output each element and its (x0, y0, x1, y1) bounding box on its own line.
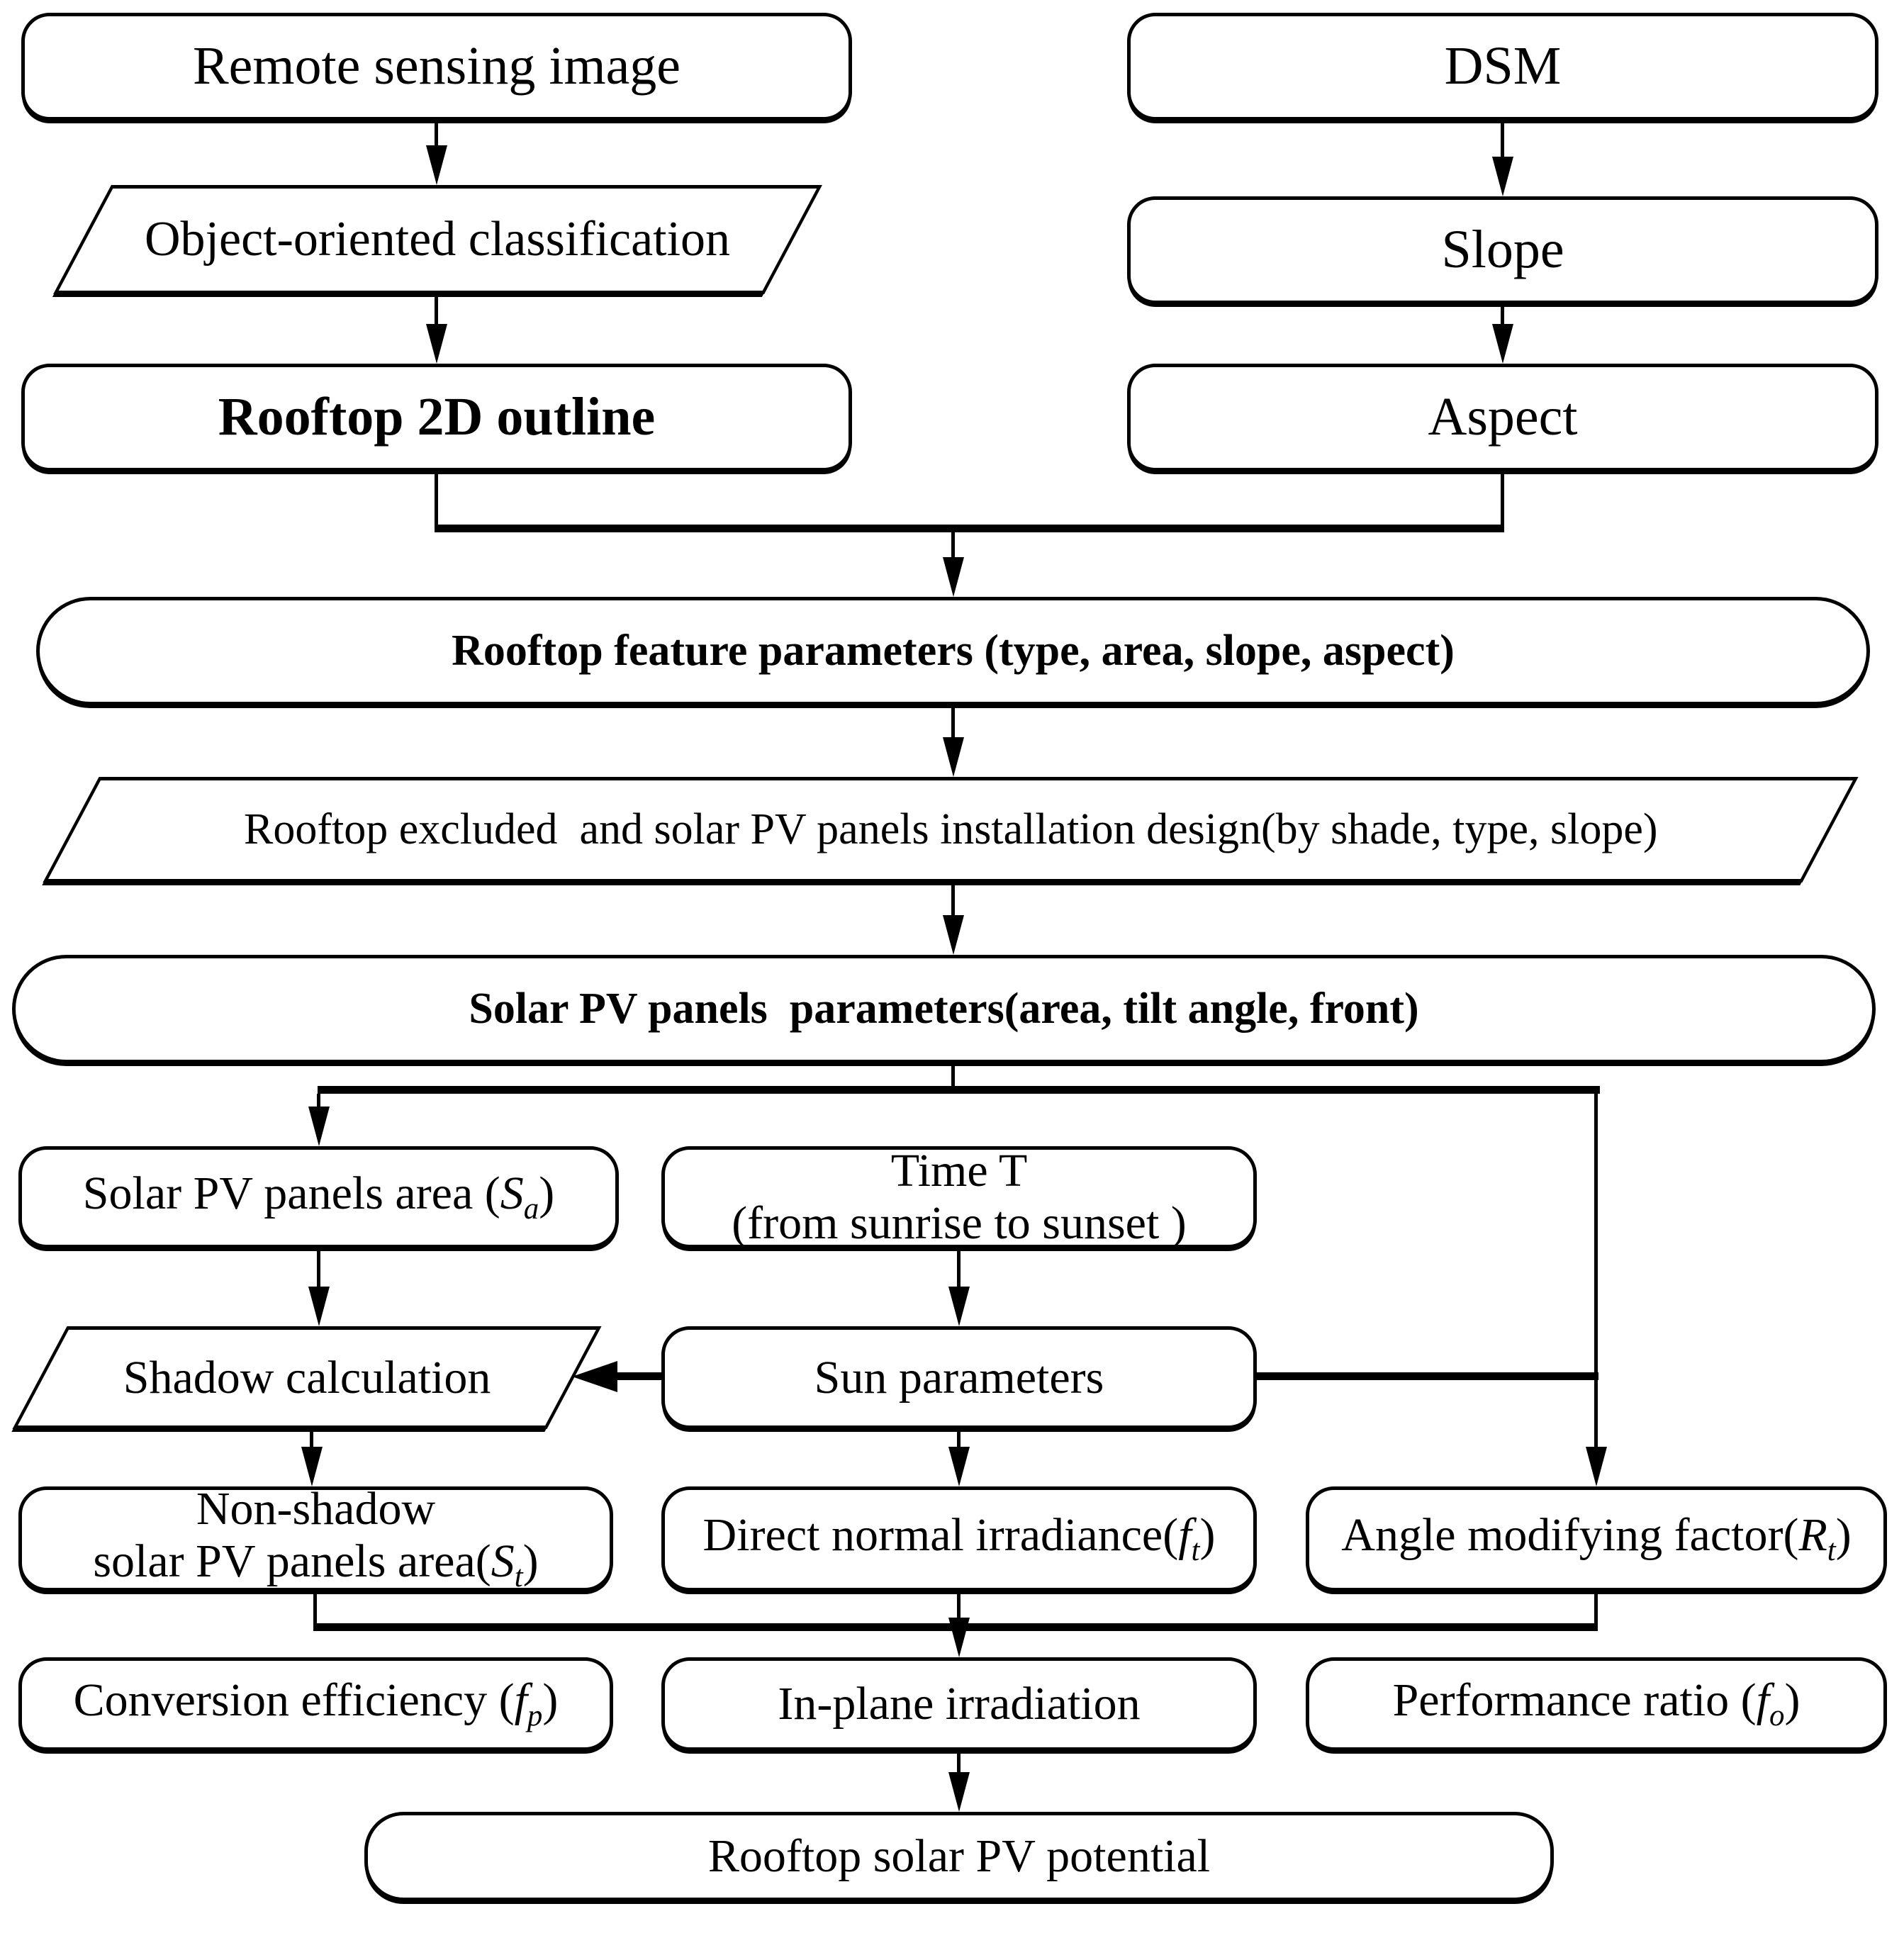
node-label-line1: Non-shadow (196, 1483, 436, 1535)
arrowhead-down-icon (943, 557, 964, 597)
node-label: Remote sensing image (192, 36, 681, 96)
connector-features-to-excluded (951, 705, 955, 737)
node-object-oriented-classification: Object-oriented classification (53, 185, 822, 294)
node-performance-ratio: Performance ratio (fo) (1306, 1657, 1887, 1751)
arrowhead-down-icon (948, 1772, 970, 1812)
arrowhead-down-icon (1586, 1447, 1607, 1486)
connector-branch-to-area (317, 1094, 320, 1109)
node-sun-parameters: Sun parameters (661, 1326, 1257, 1429)
arrowhead-left-icon (572, 1361, 617, 1392)
node-in-plane-irradiation: In-plane irradiation (661, 1657, 1257, 1751)
connector-dni-to-inplane (957, 1591, 961, 1620)
node-label: Rooftop solar PV potential (707, 1830, 1211, 1883)
node-label: Solar PV panels area (Sa) (82, 1167, 555, 1226)
node-dsm: DSM (1127, 13, 1878, 121)
node-pv-panels-area: Solar PV panels area (Sa) (18, 1146, 619, 1248)
node-label: Rooftop feature parameters (type, area, … (452, 626, 1455, 675)
node-label-line2: solar PV panels area(St) (93, 1535, 539, 1594)
connector-merge-to-features (951, 532, 955, 561)
node-remote-sensing-image: Remote sensing image (21, 13, 852, 121)
node-label: Object-oriented classification (145, 212, 731, 267)
node-label: Rooftop 2D outline (218, 387, 656, 447)
node-label: Solar PV panels parameters(area, tilt an… (469, 984, 1419, 1033)
node-rooftop-solar-pv-potential: Rooftop solar PV potential (364, 1812, 1554, 1901)
arrowhead-down-icon (301, 1447, 323, 1486)
connector-slope-to-aspect (1501, 304, 1504, 327)
arrowhead-down-icon (948, 1287, 970, 1326)
arrowhead-down-icon (308, 1287, 330, 1326)
node-rooftop-excluded-design: Rooftop excluded and solar PV panels ins… (43, 777, 1859, 883)
node-time-t: Time T (from sunrise to sunset ) (661, 1145, 1257, 1249)
node-label: Conversion efficiency (fp) (73, 1674, 559, 1733)
node-direct-normal-irradiance: Direct normal irradiance(ft) (661, 1486, 1257, 1591)
node-label: Performance ratio (fo) (1392, 1674, 1801, 1733)
node-label-line2: (from sunrise to sunset ) (732, 1197, 1187, 1249)
node-rooftop-feature-parameters: Rooftop feature parameters (type, area, … (36, 597, 1870, 705)
node-non-shadow-area: Non-shadow solar PV panels area(St) (18, 1483, 613, 1594)
node-label: Direct normal irradiance(ft) (702, 1509, 1216, 1568)
node-angle-modifying-factor: Angle modifying factor(Rt) (1306, 1486, 1887, 1591)
connector-branch-bar (318, 1086, 1600, 1094)
node-rooftop-2d-outline: Rooftop 2D outline (21, 364, 852, 471)
arrowhead-down-icon (943, 737, 964, 777)
connector-sun-to-dni (957, 1429, 961, 1450)
node-shadow-calculation: Shadow calculation (12, 1326, 602, 1429)
node-label-line1: Time T (890, 1145, 1028, 1197)
node-label: Rooftop excluded and solar PV panels ins… (243, 805, 1658, 853)
node-label: Aspect (1428, 387, 1578, 447)
node-pv-panels-parameters: Solar PV panels parameters(area, tilt an… (12, 955, 1876, 1063)
connector-sun-to-angle (1255, 1372, 1598, 1380)
node-label: Angle modifying factor(Rt) (1341, 1509, 1852, 1568)
node-label: Slope (1441, 220, 1564, 280)
arrowhead-down-icon (426, 324, 447, 364)
connector-area-to-shadow (317, 1248, 320, 1288)
connector-dsm-to-slope (1501, 121, 1504, 159)
connector-classification-to-outline (435, 294, 438, 327)
connector-pv-down (951, 1063, 955, 1093)
arrowhead-down-icon (308, 1107, 330, 1146)
node-aspect: Aspect (1127, 364, 1878, 471)
arrowhead-down-icon (426, 145, 447, 185)
node-slope: Slope (1127, 196, 1878, 304)
connector-excluded-to-pv (951, 883, 955, 915)
node-label: DSM (1444, 36, 1562, 96)
arrowhead-down-icon (1492, 157, 1513, 196)
connector-branch-to-angle (1594, 1089, 1598, 1447)
connector-merge-bar (435, 525, 1504, 532)
connector-outline-down (435, 471, 438, 528)
node-label: Shadow calculation (123, 1351, 491, 1404)
node-conversion-efficiency: Conversion efficiency (fp) (18, 1657, 613, 1751)
connector-aspect-down (1501, 471, 1504, 528)
connector-angle-down (1594, 1591, 1598, 1630)
arrowhead-down-icon (943, 915, 964, 955)
arrowhead-down-icon (1492, 324, 1513, 364)
connector-nonshadow-down (313, 1591, 317, 1630)
connector-time-to-sun (957, 1248, 961, 1288)
node-label: Sun parameters (814, 1351, 1104, 1404)
connector-shadow-to-nonshadow (310, 1429, 313, 1450)
node-label: In-plane irradiation (778, 1678, 1141, 1730)
connector-remote-to-classification (435, 121, 438, 148)
arrowhead-down-icon (948, 1618, 970, 1657)
connector-inplane-to-potential (957, 1751, 961, 1775)
connector-sun-to-shadow (616, 1372, 663, 1380)
arrowhead-down-icon (948, 1447, 970, 1486)
